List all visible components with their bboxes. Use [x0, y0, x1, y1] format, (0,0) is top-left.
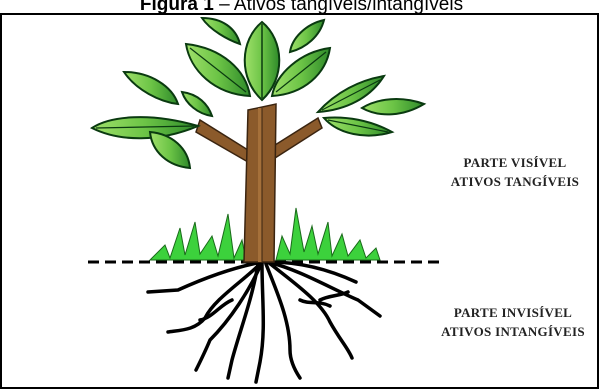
- label-invisible-line2: ATIVOS INTANGÍVEIS: [418, 322, 603, 341]
- trunk: [196, 104, 322, 262]
- label-invisible-line1: PARTE INVISÍVEL: [418, 303, 603, 322]
- label-visible-line2: ATIVOS TANGÍVEIS: [420, 172, 603, 191]
- roots: [148, 262, 380, 382]
- label-visible-part: PARTE VISÍVEL ATIVOS TANGÍVEIS: [420, 153, 603, 191]
- label-invisible-part: PARTE INVISÍVEL ATIVOS INTANGÍVEIS: [418, 303, 603, 341]
- label-visible-line1: PARTE VISÍVEL: [420, 153, 603, 172]
